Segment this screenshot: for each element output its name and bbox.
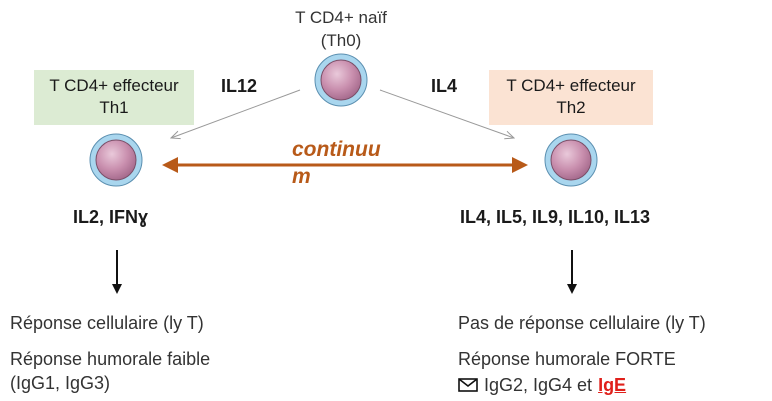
th1-title: T CD4+ effecteur bbox=[49, 76, 179, 95]
th1-box: T CD4+ effecteur Th1 bbox=[34, 70, 194, 125]
il4-label: IL4 bbox=[431, 76, 458, 96]
arrow-to-th1 bbox=[171, 89, 301, 138]
th2-cytokines: IL4, IL5, IL9, IL10, IL13 bbox=[460, 207, 651, 227]
naive-cell-title: T CD4+ naïf bbox=[295, 8, 387, 27]
th1-cellular-response: Réponse cellulaire (ly T) bbox=[10, 313, 204, 333]
th2-isotypes-text: IgG2, IgG4 et bbox=[484, 375, 593, 395]
continuum-line2: m bbox=[292, 165, 311, 188]
th2-box: T CD4+ effecteur Th2 bbox=[489, 70, 653, 125]
arrow-th1-outcome bbox=[112, 250, 122, 294]
arrow-to-th2 bbox=[379, 89, 514, 138]
continuum-line1: continuu bbox=[292, 138, 381, 161]
th1-subtitle: Th1 bbox=[99, 98, 129, 117]
ige-highlight: IgE bbox=[598, 375, 627, 395]
th2-cellular-response: Pas de réponse cellulaire (ly T) bbox=[458, 313, 706, 333]
th2-title: T CD4+ effecteur bbox=[506, 76, 636, 95]
th1-cytokines: IL2, IFNɣ bbox=[73, 207, 149, 227]
il12-label: IL12 bbox=[221, 76, 258, 96]
th1-humoral-response: Réponse humorale faible (IgG1, IgG3) bbox=[10, 347, 270, 395]
th2-cell-icon bbox=[544, 133, 598, 187]
envelope-icon bbox=[458, 378, 478, 392]
th2-humoral-response: Réponse humorale FORTE bbox=[458, 349, 676, 369]
naive-cell-label: T CD4+ naïf (Th0) bbox=[271, 6, 411, 52]
th1-cell-icon bbox=[89, 133, 143, 187]
arrow-th2-outcome bbox=[567, 250, 577, 294]
continuum-arrow bbox=[162, 157, 528, 173]
th2-subtitle: Th2 bbox=[556, 98, 586, 117]
th1-isotypes: (IgG1, IgG3) bbox=[10, 373, 111, 393]
continuum-label: continuu m bbox=[292, 136, 412, 190]
naive-cell-subtitle: (Th0) bbox=[320, 31, 362, 50]
naive-cell-icon bbox=[314, 53, 368, 107]
th2-isotypes: IgG2, IgG4 et IgE bbox=[458, 373, 626, 397]
th1-humoral-line: Réponse humorale faible bbox=[10, 349, 211, 369]
